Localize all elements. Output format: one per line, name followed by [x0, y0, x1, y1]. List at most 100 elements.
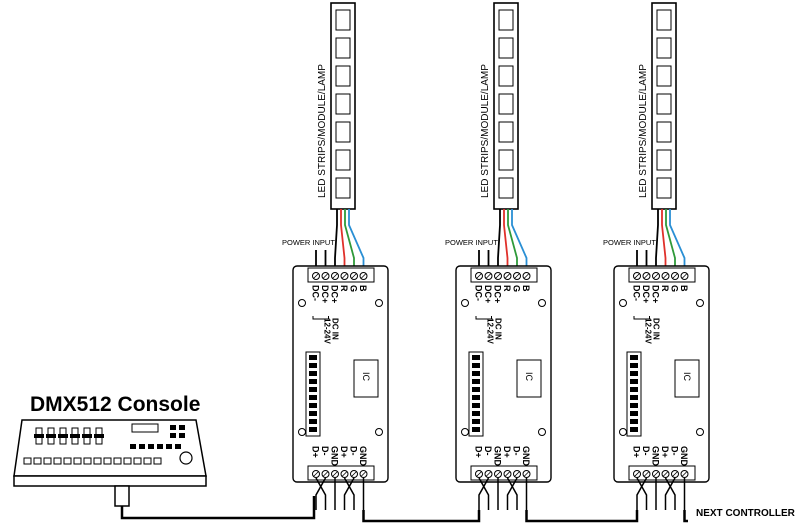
terminal-slot — [504, 273, 511, 279]
strip-label: LED STRIPS/MODULE/LAMP — [317, 64, 328, 198]
dip-switch-lever — [472, 363, 480, 368]
terminal-slot — [634, 273, 640, 279]
led-segment — [498, 149, 514, 171]
dip-switch-lever — [309, 427, 317, 432]
ic-label: IC — [524, 372, 534, 382]
chain-wire — [636, 477, 648, 510]
terminal-slot — [672, 273, 678, 279]
bottom-terminal-label: GND — [679, 446, 689, 467]
decoder-link-cable — [362, 510, 481, 523]
led-wire — [497, 209, 501, 272]
console-key — [170, 433, 176, 438]
top-terminal-label: R — [502, 285, 512, 292]
terminal-slot — [313, 273, 319, 279]
terminal-slot — [485, 273, 492, 279]
console-button — [43, 457, 52, 465]
decoder-chain-2 — [478, 477, 528, 510]
terminal-slot — [643, 471, 650, 477]
chain-wire — [664, 477, 676, 510]
voltage-label: 12-24V — [323, 318, 332, 344]
terminal-slot — [662, 273, 669, 279]
terminal-slot — [634, 471, 640, 477]
power-input-label: POWER INPUT — [603, 238, 656, 247]
led-segment — [498, 9, 514, 31]
dip-switch-lever — [309, 403, 317, 408]
chain-wire — [506, 477, 518, 510]
console-button — [123, 457, 132, 465]
dip-switch-lever — [472, 427, 480, 432]
dip-switch-lever — [472, 387, 480, 392]
terminal-slot — [523, 471, 530, 477]
top-terminal-label: G — [349, 285, 359, 292]
mounting-hole — [538, 428, 546, 436]
dip-switch-lever — [472, 379, 480, 384]
mounting-hole — [696, 428, 704, 436]
led-segment — [498, 93, 514, 115]
chain-wire — [315, 477, 327, 510]
console-title: DMX512 Console — [30, 393, 200, 416]
terminal-slot — [495, 273, 501, 279]
terminal-slot — [313, 471, 319, 477]
dip-switch-lever — [630, 387, 638, 392]
mounting-hole — [461, 428, 469, 436]
terminal-slot — [653, 471, 659, 477]
top-terminal-label: DC+ — [641, 285, 651, 303]
mounting-hole — [696, 299, 704, 307]
dip-switch-lever — [309, 371, 317, 376]
dip-switch-lever — [630, 411, 638, 416]
console-key — [157, 444, 163, 449]
power-input-label: POWER INPUT — [282, 238, 335, 247]
terminal-slot — [360, 471, 367, 477]
dip-switch-lever — [630, 363, 638, 368]
led-segment — [498, 121, 514, 143]
console-fader-knob — [70, 434, 80, 438]
console-button — [23, 457, 32, 465]
terminal-slot — [351, 273, 357, 279]
console-button — [73, 457, 82, 465]
console-button — [103, 457, 112, 465]
top-terminal-label: G — [670, 285, 680, 292]
bottom-terminal-label: GND — [651, 446, 661, 467]
terminal-slot — [643, 273, 650, 279]
bottom-terminal-label: D- — [349, 446, 359, 456]
console-jog-wheel — [179, 451, 193, 465]
dip-switch-lever — [472, 403, 480, 408]
led-segment — [335, 9, 351, 31]
led-wire — [334, 209, 338, 272]
console-button — [83, 457, 92, 465]
mounting-hole — [619, 428, 627, 436]
terminal-slot — [514, 273, 520, 279]
led-segment — [656, 177, 672, 199]
ic-chip — [516, 359, 542, 398]
led-wire — [344, 209, 355, 272]
terminal-slot — [332, 471, 338, 477]
chain-wire — [506, 477, 518, 510]
dip-switch-lever — [630, 403, 638, 408]
bottom-terminal-label: D+ — [502, 446, 512, 458]
terminal-slot — [681, 273, 688, 279]
bottom-terminal-label: D- — [483, 446, 493, 456]
terminal-slot — [351, 471, 357, 477]
strip-label: LED STRIPS/MODULE/LAMP — [480, 64, 491, 198]
terminal-slot — [341, 273, 348, 279]
console-cable — [120, 506, 150, 520]
terminal-slot — [360, 273, 367, 279]
bottom-terminal-label: GND — [521, 446, 531, 467]
next-controller-cable — [683, 510, 688, 523]
led-segment — [656, 65, 672, 87]
terminal-slot — [322, 471, 329, 477]
console-controls — [23, 423, 193, 465]
bottom-terminal-label: D+ — [632, 446, 642, 458]
console-key — [179, 425, 185, 430]
dc-in-label: DC IN — [652, 318, 661, 340]
chain-wire — [664, 477, 676, 510]
voltage-label: 12-24V — [644, 318, 653, 344]
bottom-terminal-label: GND — [358, 446, 368, 467]
bottom-terminal-label: D+ — [339, 446, 349, 458]
console-fader-knob — [34, 434, 44, 438]
chain-wire — [478, 477, 490, 510]
mounting-hole — [375, 428, 383, 436]
console-cable-plug — [114, 485, 130, 507]
dmx-chain — [150, 477, 688, 523]
